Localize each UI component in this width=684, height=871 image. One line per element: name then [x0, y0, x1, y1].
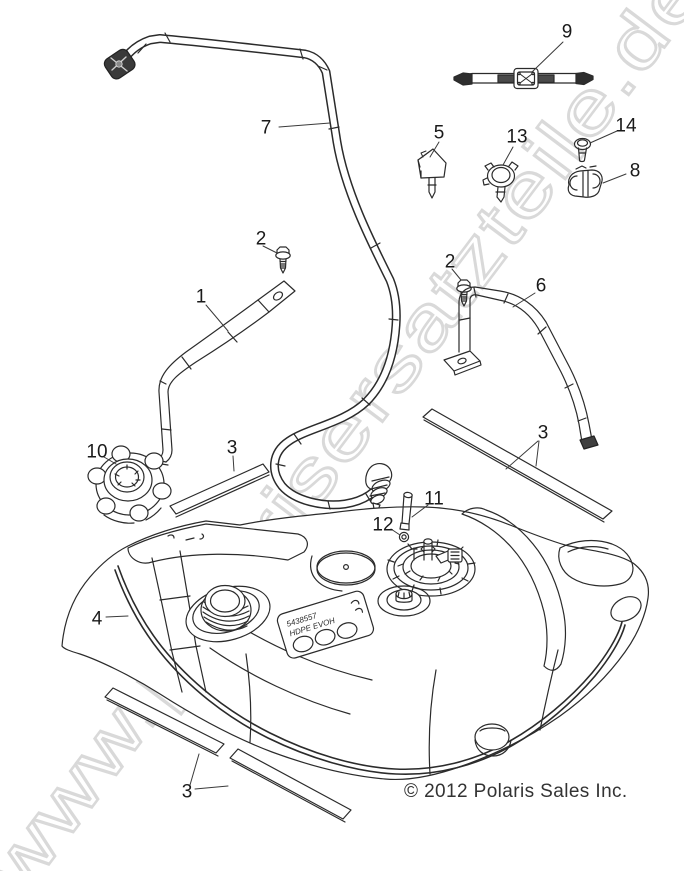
pad-strip-bottom-right [229, 748, 352, 823]
fuel-pump-assembly [386, 538, 476, 597]
clamp-13 [482, 161, 519, 203]
callout-2: 2 [444, 251, 456, 273]
callout-leader-lines [103, 41, 627, 790]
sender-disc [310, 550, 376, 592]
pad-strip-mid-left [169, 463, 270, 518]
clamp-8 [567, 165, 603, 198]
bracket-clip [417, 148, 447, 199]
copyright-text: © 2012 Polaris Sales Inc. [404, 781, 628, 802]
callout-6: 6 [535, 275, 547, 297]
pad-strip-bottom-left [104, 687, 225, 757]
reserve-boss [377, 585, 431, 617]
tank-strap-rear [443, 286, 599, 450]
callout-1: 1 [195, 286, 207, 308]
callout-11: 11 [424, 488, 444, 510]
callout-12: 12 [372, 514, 394, 536]
callout-3: 3 [226, 437, 238, 459]
callout-3: 3 [181, 781, 193, 803]
callout-13: 13 [506, 126, 528, 148]
callout-2: 2 [255, 228, 267, 250]
filler-neck [185, 584, 271, 643]
vent-hose [103, 32, 401, 511]
pad-strip-upper-right [422, 408, 613, 523]
callout-14: 14 [615, 115, 637, 137]
vent-line-assembly [453, 67, 594, 90]
fuel-cap [87, 445, 172, 524]
callout-10: 10 [86, 441, 108, 463]
hose-connector [103, 48, 136, 80]
tank-label: 5438557 HDPE EVOH [276, 590, 375, 659]
callout-5: 5 [433, 122, 445, 144]
bolt-14 [573, 137, 592, 163]
grommet [398, 531, 410, 543]
callout-9: 9 [561, 21, 573, 43]
flange-bolt-left [275, 246, 291, 274]
hose-end-fitting [365, 463, 393, 511]
callout-4: 4 [91, 608, 103, 630]
fuel-tank-body: 5438557 HDPE EVOH [61, 506, 650, 781]
callout-8: 8 [629, 160, 641, 182]
callout-7: 7 [260, 117, 272, 139]
flange-bolt-right [456, 279, 472, 307]
callout-3: 3 [537, 422, 549, 444]
tank-strap-front [154, 280, 296, 466]
vent-tube [399, 491, 413, 531]
